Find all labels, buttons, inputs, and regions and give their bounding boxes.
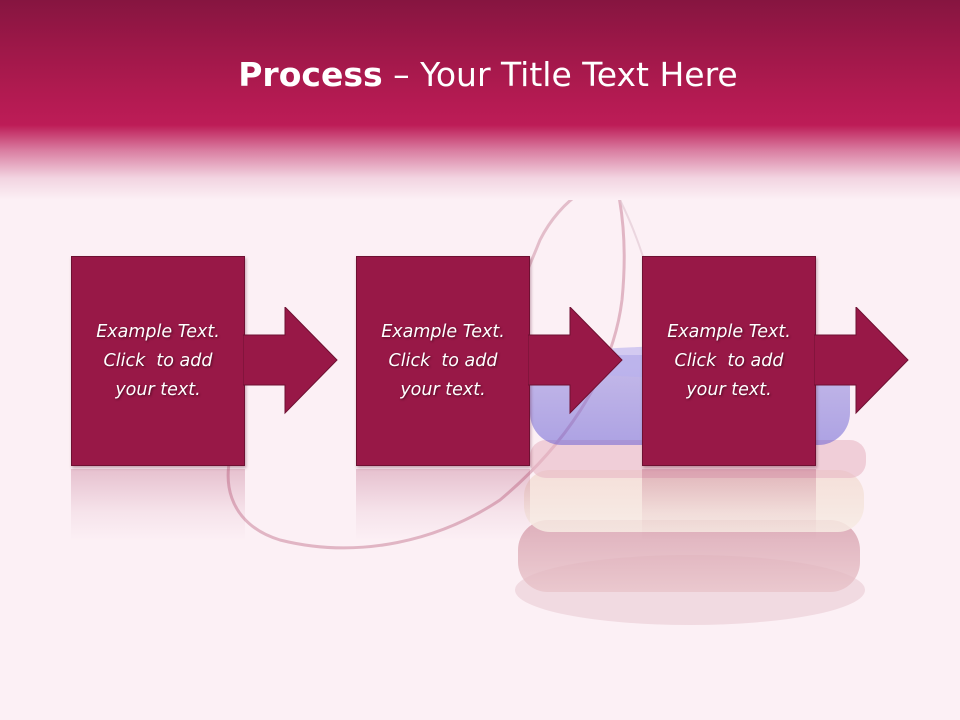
step-text: Example Text. Click to add your text. — [363, 318, 523, 405]
step-box[interactable]: Example Text. Click to add your text. — [642, 256, 816, 466]
step-text-line: your text. — [686, 379, 772, 400]
step-text-line: Click to add — [103, 350, 213, 371]
step-reflection — [71, 469, 245, 541]
step-text-line: your text. — [115, 379, 201, 400]
step-text-line: Example Text. — [667, 321, 791, 342]
step-text-line: Click to add — [674, 350, 784, 371]
arrow-right-icon — [243, 307, 338, 415]
header-band — [0, 0, 960, 200]
step-text-line: your text. — [400, 379, 486, 400]
step-box[interactable]: Example Text. Click to add your text. — [356, 256, 530, 466]
step-text-line: Click to add — [388, 350, 498, 371]
process-step-1: Example Text. Click to add your text. — [71, 256, 341, 546]
step-reflection — [356, 469, 530, 541]
arrow-right-icon — [528, 307, 623, 415]
step-text-line: Example Text. — [381, 321, 505, 342]
step-text: Example Text. Click to add your text. — [78, 318, 238, 405]
title-rest: – Your Title Text Here — [382, 55, 738, 94]
arrow-right-icon — [814, 307, 909, 415]
title-bold: Process — [238, 55, 383, 94]
step-box[interactable]: Example Text. Click to add your text. — [71, 256, 245, 466]
step-text: Example Text. Click to add your text. — [649, 318, 809, 405]
step-text-line: Example Text. — [96, 321, 220, 342]
slide-title[interactable]: Process – Your Title Text Here — [0, 52, 960, 98]
process-step-3: Example Text. Click to add your text. — [642, 256, 912, 546]
step-reflection — [642, 469, 816, 541]
process-step-2: Example Text. Click to add your text. — [356, 256, 626, 546]
